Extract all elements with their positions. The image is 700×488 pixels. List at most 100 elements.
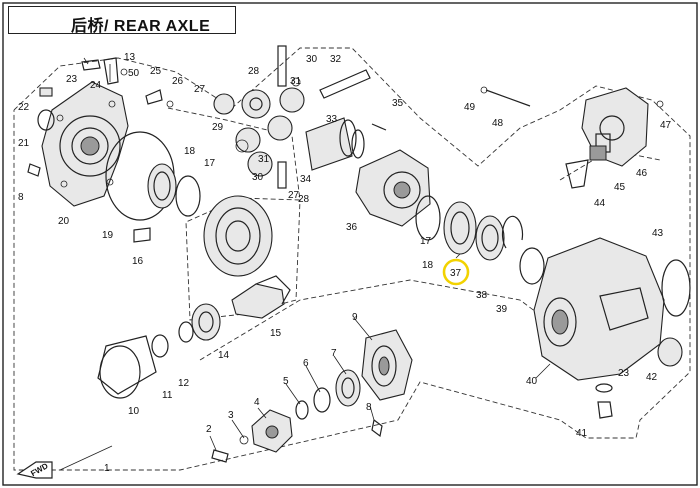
callout-3: 3 <box>228 410 234 421</box>
callout-34: 34 <box>300 174 312 185</box>
callout-32: 32 <box>330 54 342 65</box>
left-cover-housing <box>41 81 129 207</box>
callout-49: 49 <box>464 102 476 113</box>
differential-gears <box>213 45 305 189</box>
callout-7: 7 <box>331 348 337 359</box>
callout-28-bottom: 28 <box>298 194 310 205</box>
callout-18-left: 18 <box>184 146 196 157</box>
seal-42 <box>657 337 683 367</box>
callout-20: 20 <box>58 216 70 227</box>
spacer-13 <box>178 321 194 343</box>
callout-28-top: 28 <box>248 66 260 77</box>
callout-30-bottom: 30 <box>252 172 264 183</box>
callout-42: 42 <box>646 372 658 383</box>
callout-23-right: 23 <box>618 368 630 379</box>
o-ring-43 <box>661 259 691 317</box>
callout-38: 38 <box>476 290 488 301</box>
bolt-26 <box>166 100 174 108</box>
callout-19: 19 <box>102 230 114 241</box>
forward-direction-arrow <box>16 461 53 479</box>
bearing-7 <box>335 369 361 407</box>
callout-39: 39 <box>496 304 508 315</box>
callout-27-right: 27 <box>288 190 300 201</box>
ring-5 <box>295 400 309 420</box>
callout-17-right: 17 <box>420 236 432 247</box>
washer-50 <box>120 68 128 76</box>
ring-11 <box>151 334 169 358</box>
leader-lines <box>59 57 551 471</box>
gasket-plate <box>97 335 157 395</box>
output-flange-housing <box>361 329 413 401</box>
callout-11: 11 <box>162 390 173 401</box>
bolt-8-left <box>27 163 41 177</box>
pin-35 <box>371 123 387 131</box>
callout-22: 22 <box>18 102 30 113</box>
callout-44: 44 <box>594 198 606 209</box>
callout-10: 10 <box>128 406 140 417</box>
pinion-shaft <box>319 69 371 99</box>
highlight-circle <box>442 258 470 286</box>
callout-29: 29 <box>212 122 224 133</box>
side-gear-spline <box>305 117 353 171</box>
callout-43: 43 <box>652 228 664 239</box>
bearing-right <box>443 201 477 255</box>
nut-2 <box>211 449 229 463</box>
shim-left <box>175 175 201 217</box>
callout-35: 35 <box>392 98 404 109</box>
callout-25: 25 <box>150 66 162 77</box>
callout-16: 16 <box>132 256 144 267</box>
callout-27-left: 27 <box>194 84 206 95</box>
circlip-38 <box>501 215 524 249</box>
o-ring-10 <box>99 345 141 399</box>
callout-33: 33 <box>326 114 338 125</box>
bracket-13 <box>103 57 119 85</box>
callout-47: 47 <box>660 120 672 131</box>
ring-gear <box>203 195 273 277</box>
callout-15: 15 <box>270 328 282 339</box>
seal-6 <box>313 387 331 413</box>
callout-36: 36 <box>346 222 358 233</box>
plug-16 <box>133 227 151 243</box>
callout-40: 40 <box>526 376 538 387</box>
bearing-37 <box>475 215 505 261</box>
bolt-49 <box>480 86 488 94</box>
shim-right <box>415 195 441 241</box>
seal-39 <box>519 247 545 285</box>
bolt-47 <box>656 100 664 108</box>
callout-48: 48 <box>492 118 504 129</box>
title-box: 后桥/ REAR AXLE <box>8 6 236 35</box>
callout-30-top: 30 <box>306 54 318 65</box>
callout-23-top: 23 <box>66 74 78 85</box>
lower-outline <box>199 279 561 361</box>
callout-46: 46 <box>636 168 648 179</box>
callout-45: 45 <box>614 182 626 193</box>
switch-45 <box>589 145 607 161</box>
callout-9: 9 <box>352 312 358 323</box>
callout-14: 14 <box>218 350 230 361</box>
seal-small <box>37 109 55 131</box>
shift-fork-44 <box>565 159 589 189</box>
callout-31-bottom: 31 <box>258 154 270 165</box>
callout-18-right: 18 <box>422 260 434 271</box>
callout-6: 6 <box>303 358 309 369</box>
callout-50: 50 <box>128 68 140 79</box>
drain-plug-41 <box>597 401 613 419</box>
callout-5: 5 <box>283 376 289 387</box>
page-title: 后桥/ REAR AXLE <box>71 18 211 35</box>
pinion-gear <box>231 275 291 319</box>
callout-21: 21 <box>18 138 30 149</box>
main-housing <box>533 237 665 381</box>
callout-labels: 1 2 3 4 5 6 7 8 8 9 10 11 12 13 14 15 16… <box>18 52 672 478</box>
spring-pin <box>39 87 53 97</box>
callout-8-bottom: 8 <box>366 402 372 413</box>
callout-8-left: 8 <box>18 192 24 203</box>
callout-1: 1 <box>104 463 110 474</box>
rod-48 <box>485 89 531 107</box>
callout-13-top: 13 <box>124 52 136 63</box>
callout-2: 2 <box>206 424 212 435</box>
callout-31-top: 31 <box>290 76 302 87</box>
callout-41: 41 <box>576 428 588 439</box>
callout-17-left: 17 <box>204 158 216 169</box>
